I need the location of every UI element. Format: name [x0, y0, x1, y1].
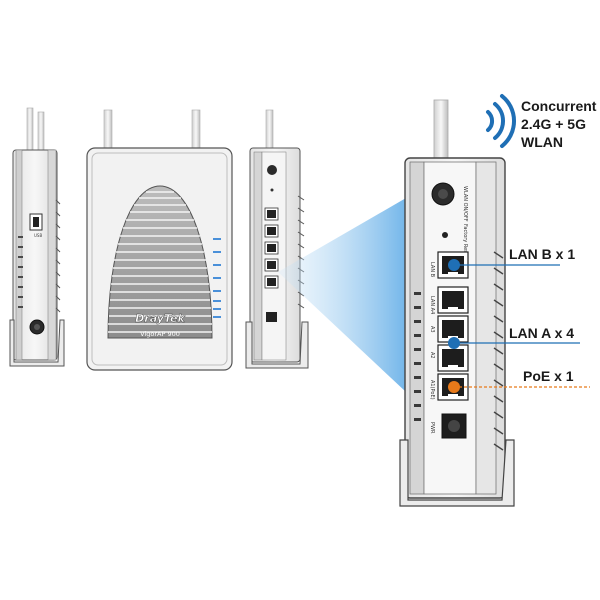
callout-dot [448, 259, 460, 271]
antenna [265, 109, 274, 153]
side-edge [253, 151, 263, 361]
callout-dot [448, 381, 460, 393]
callout-poe [448, 381, 590, 393]
brand-logo: DrayTek [135, 312, 185, 325]
wlan-callout-label: Concurrent 2.4G + 5G WLAN [521, 97, 599, 151]
rj45-port-lan-a2 [437, 344, 469, 372]
port-label-lan-a4: LAN A4 [429, 296, 435, 314]
rj45-port-lan-a4 [437, 286, 469, 314]
reset-label: Factory Reset [462, 224, 468, 258]
callout-dot [448, 337, 460, 349]
wlan-onoff-label: WLAN ON/OFF [462, 186, 468, 222]
wifi-waves-icon [486, 94, 516, 148]
rear-view-enlarged: WLAN ON/OFF Factory Reset LAN B LAN A4 A… [399, 99, 515, 507]
callout-lan-a [448, 337, 580, 349]
device-stand [245, 321, 309, 369]
antenna [26, 107, 34, 157]
wlan-callout-line-3: WLAN [521, 134, 563, 150]
port-panel [261, 151, 287, 361]
port-label-a2: A2 [429, 352, 435, 359]
lan-a-callout-label: LAN A x 4 [509, 325, 575, 341]
poe-callout-label: PoE x 1 [523, 368, 574, 384]
device-side-body [12, 149, 58, 361]
vent-slots [414, 292, 421, 421]
lan-b-callout-label: LAN B x 1 [509, 246, 576, 262]
dome-slats [108, 191, 212, 333]
device-stand [9, 319, 65, 367]
rear-view-small [245, 109, 309, 369]
antenna [37, 111, 45, 157]
usb-port-label: USB [34, 233, 42, 238]
front-bezel [91, 152, 228, 366]
port-label-a1-poe: A1(PoE) [429, 380, 435, 400]
wlan-callout-line-1: Concurrent [521, 98, 597, 114]
wlan-callout-line-2: 2.4G + 5G [521, 116, 586, 132]
wlan-onoff-button-center [438, 189, 448, 199]
side-edge [15, 149, 23, 361]
power-button-center [34, 324, 40, 330]
rj45-port-holes [267, 210, 276, 286]
device-stand [399, 439, 515, 507]
usb-port-slot [33, 217, 39, 227]
callout-lan-b [448, 259, 560, 271]
side-edge [47, 149, 57, 361]
side-edge [475, 161, 497, 495]
vent-slots [18, 236, 23, 308]
reset-hole [270, 188, 274, 192]
reset-button [442, 232, 448, 238]
power-jack [266, 312, 277, 322]
fins [55, 199, 61, 313]
status-leds [213, 238, 221, 318]
side-edge [409, 161, 425, 495]
port-label-pwr: PWR [429, 422, 435, 434]
side-view-left: USB [9, 107, 65, 367]
zoom-beam [278, 198, 406, 392]
port-label-lan-b: LAN B [429, 262, 435, 278]
front-view: DrayTek VigorAP 900 [86, 109, 233, 371]
port-label-a3: A3 [429, 326, 435, 333]
wlan-button [267, 165, 277, 175]
fins [493, 251, 504, 451]
power-jack-pin [448, 420, 460, 432]
model-name: VigorAP 900 [140, 330, 180, 338]
